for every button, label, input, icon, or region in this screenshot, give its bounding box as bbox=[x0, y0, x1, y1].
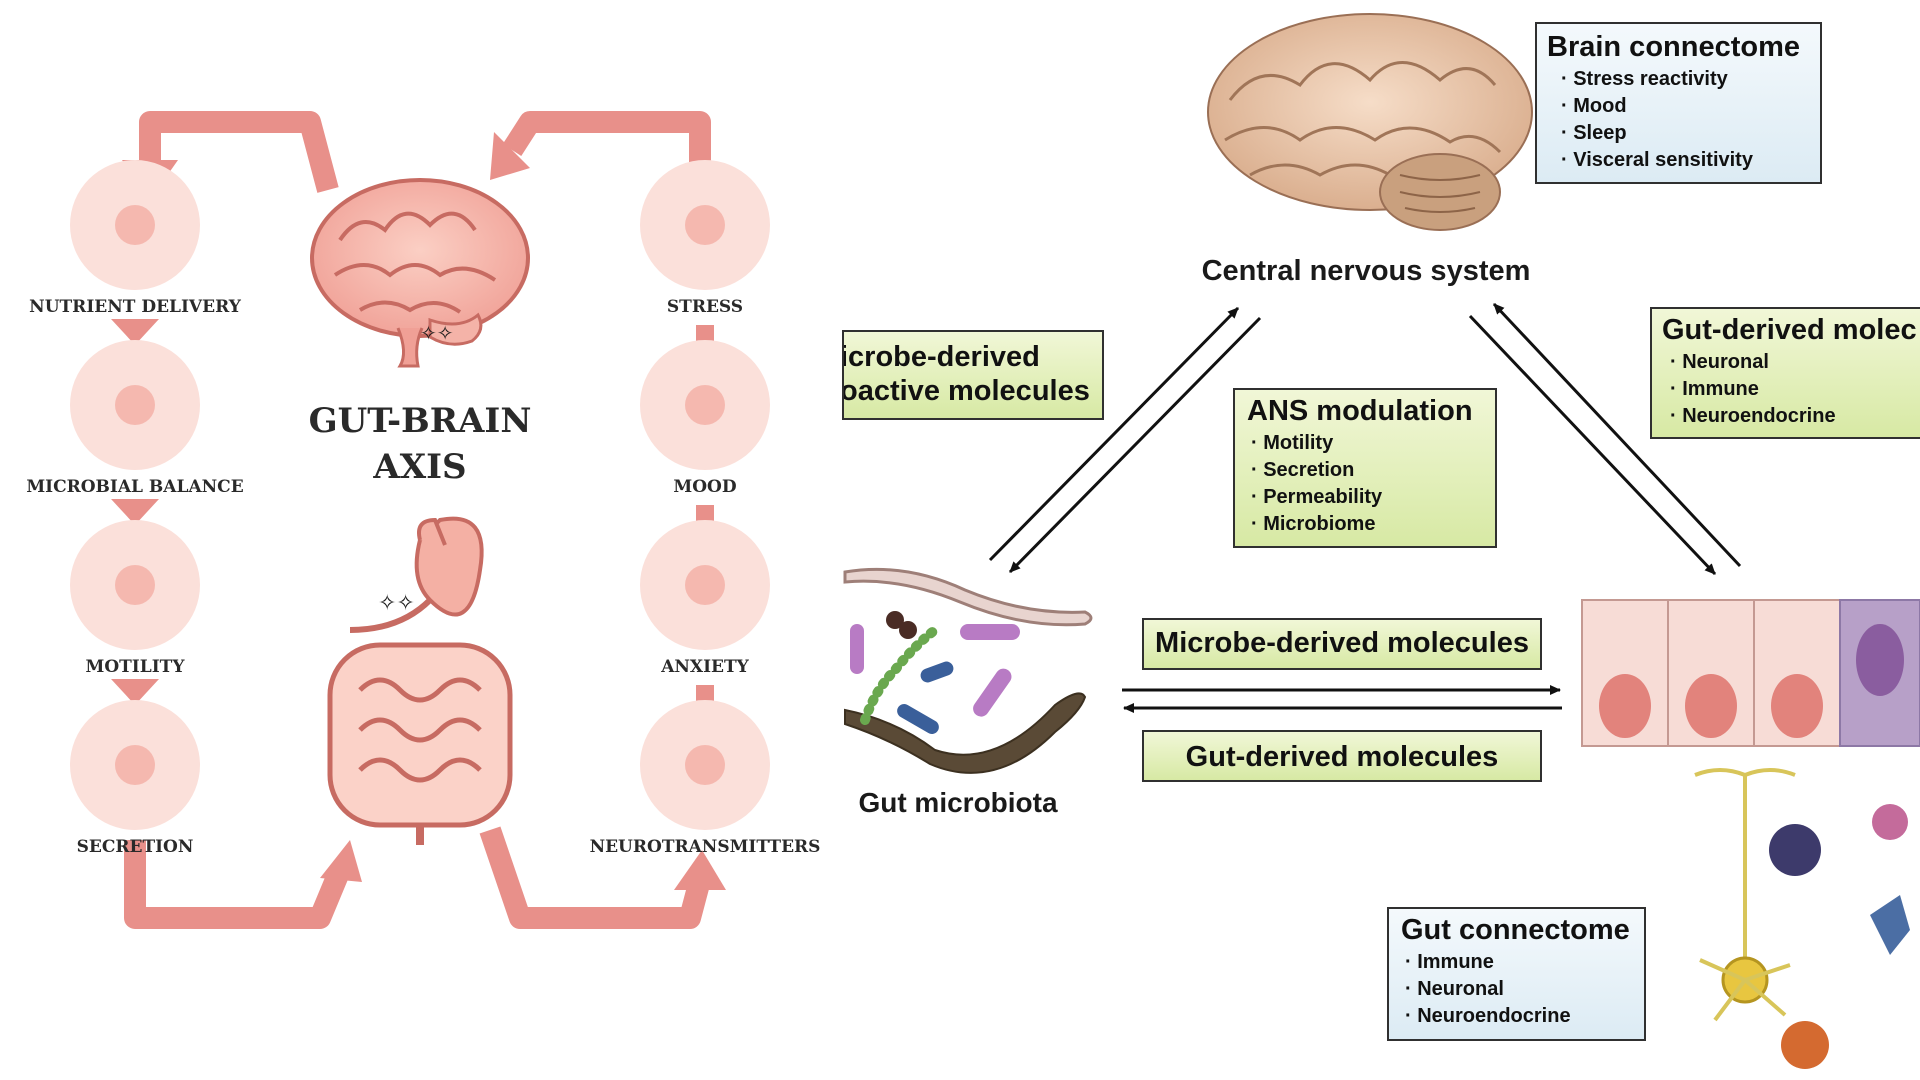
ans-modulation-title: ANS modulation bbox=[1247, 395, 1473, 427]
neurotransmitters-icon-detail bbox=[685, 745, 725, 785]
right-column-label-1: MOOD bbox=[673, 477, 736, 497]
left-column: NUTRIENT DELIVERY MICROBIAL BALANCE MOTILI… bbox=[26, 160, 244, 857]
brain-connectome-item: Mood bbox=[1561, 93, 1810, 120]
ans-modulation-item: Motility bbox=[1251, 430, 1483, 457]
gut-microbiota-label: Gut microbiota bbox=[858, 787, 1058, 818]
secretion-icon-detail bbox=[115, 745, 155, 785]
ans-modulation-item: Secretion bbox=[1251, 457, 1483, 484]
loop-arrow-bottom-left bbox=[124, 840, 351, 929]
loop-arrow-bottom-right bbox=[479, 826, 711, 929]
svg-text:✧✧: ✧✧ bbox=[420, 323, 454, 345]
gut-brain-title-line2: AXIS bbox=[372, 447, 466, 487]
gut-connectome-item: Neuroendocrine bbox=[1405, 1003, 1632, 1030]
motility-icon-detail bbox=[115, 565, 155, 605]
loop-arrowhead-bottom-left bbox=[320, 840, 362, 882]
gut-derived-top-item: Neuronal bbox=[1670, 349, 1910, 376]
right-column-label-3: NEUROTRANSMITTERS bbox=[590, 837, 821, 857]
brain-connectome-title: Brain connectome bbox=[1547, 31, 1800, 63]
microbe-derived-molecules-label: Microbe-derived molecules bbox=[1155, 627, 1529, 659]
gut-connectome-item: Immune bbox=[1405, 949, 1632, 976]
left-column-flow-arrowhead bbox=[111, 499, 159, 525]
ans-modulation-item: Permeability bbox=[1251, 484, 1483, 511]
right-column-label-0: STRESS bbox=[667, 297, 743, 317]
arrow-microbiota-to-cns bbox=[988, 306, 1240, 562]
mood-icon-detail bbox=[685, 385, 725, 425]
loop-arrowhead-top-right bbox=[490, 132, 530, 180]
gut-derived-top-item: Neuroendocrine bbox=[1670, 403, 1910, 430]
left-column-flow-arrowhead bbox=[111, 679, 159, 705]
gut-derived-top-item: Immune bbox=[1670, 376, 1910, 403]
digestive-system-illustration: ✧✧ bbox=[327, 516, 513, 845]
brain-connectome-list: Stress reactivity Mood Sleep Visceral se… bbox=[1547, 66, 1810, 174]
gut-connectome-box: Gut connectome Immune Neuronal Neuroendo… bbox=[1387, 907, 1646, 1041]
svg-text:✧✧: ✧✧ bbox=[378, 590, 415, 615]
gut-brain-title-line1: GUT-BRAIN bbox=[309, 401, 532, 441]
microbe-bioactive-line2: oactive molecules bbox=[842, 375, 1090, 407]
cns-brain-illustration bbox=[1207, 13, 1533, 231]
left-panel: NUTRIENT DELIVERY MICROBIAL BALANCE MOTILI… bbox=[26, 111, 821, 929]
gut-derived-top-title: Gut-derived molec bbox=[1662, 314, 1917, 346]
ans-modulation-box: ANS modulation Motility Secretion Permea… bbox=[1233, 388, 1497, 548]
microbe-bioactive-box: icrobe-derived oactive molecules bbox=[842, 330, 1104, 420]
brain-connectome-item: Visceral sensitivity bbox=[1561, 147, 1810, 174]
cns-label: Central nervous system bbox=[1202, 255, 1531, 287]
gut-microbiota-illustration bbox=[843, 567, 1093, 774]
left-column-flow-arrowhead bbox=[111, 319, 159, 345]
gut-connectome-list: Immune Neuronal Neuroendocrine bbox=[1401, 949, 1632, 1030]
nutrient-delivery-icon-detail bbox=[115, 205, 155, 245]
ans-modulation-list: Motility Secretion Permeability Microbio… bbox=[1247, 430, 1483, 538]
loop-arrow-top-right bbox=[502, 111, 711, 170]
left-column-label-3: SECRETION bbox=[77, 837, 194, 857]
left-column-label-2: MOTILITY bbox=[86, 657, 186, 677]
gut-connectome-item: Neuronal bbox=[1405, 976, 1632, 1003]
brain-connectome-box: Brain connectome Stress reactivity Mood … bbox=[1535, 22, 1822, 184]
loop-arrowhead-bottom-right bbox=[674, 850, 726, 890]
brain-connectome-item: Sleep bbox=[1561, 120, 1810, 147]
left-column-label-0: NUTRIENT DELIVERY bbox=[29, 297, 242, 317]
pink-brain-illustration: ✧✧ bbox=[310, 178, 530, 368]
arrow-gut-to-cns bbox=[1492, 302, 1742, 568]
right-panel: Central nervous system Gut microbiota bbox=[843, 13, 1920, 1069]
stress-icon-detail bbox=[685, 205, 725, 245]
arrow-cns-to-gut bbox=[1468, 314, 1717, 576]
right-column: STRESS MOOD ANXIETY NEUROTRANSMITTERS bbox=[590, 160, 821, 857]
ans-modulation-item: Microbiome bbox=[1251, 511, 1483, 538]
microbe-bioactive-line1: icrobe-derived bbox=[842, 341, 1040, 373]
gut-derived-molecules-box-top: Gut-derived molec Neuronal Immune Neuroe… bbox=[1650, 307, 1920, 439]
gut-epithelium-illustration bbox=[1581, 599, 1920, 1069]
gut-connectome-title: Gut connectome bbox=[1401, 914, 1630, 946]
microbe-derived-molecules-box: Microbe-derived molecules bbox=[1142, 618, 1542, 670]
anxiety-icon-detail bbox=[685, 565, 725, 605]
right-column-label-2: ANXIETY bbox=[660, 657, 749, 677]
loop-arrow-top-left bbox=[139, 111, 339, 193]
left-column-label-1: MICROBIAL BALANCE bbox=[26, 477, 243, 497]
microbial-balance-icon-detail bbox=[115, 385, 155, 425]
gut-derived-molecules-label: Gut-derived molecules bbox=[1185, 741, 1499, 773]
gut-derived-molecules-box: Gut-derived molecules bbox=[1142, 730, 1542, 782]
gut-derived-top-list: Neuronal Immune Neuroendocrine bbox=[1662, 349, 1910, 430]
arrow-cns-to-microbiota bbox=[1008, 316, 1262, 574]
brain-connectome-item: Stress reactivity bbox=[1561, 66, 1810, 93]
